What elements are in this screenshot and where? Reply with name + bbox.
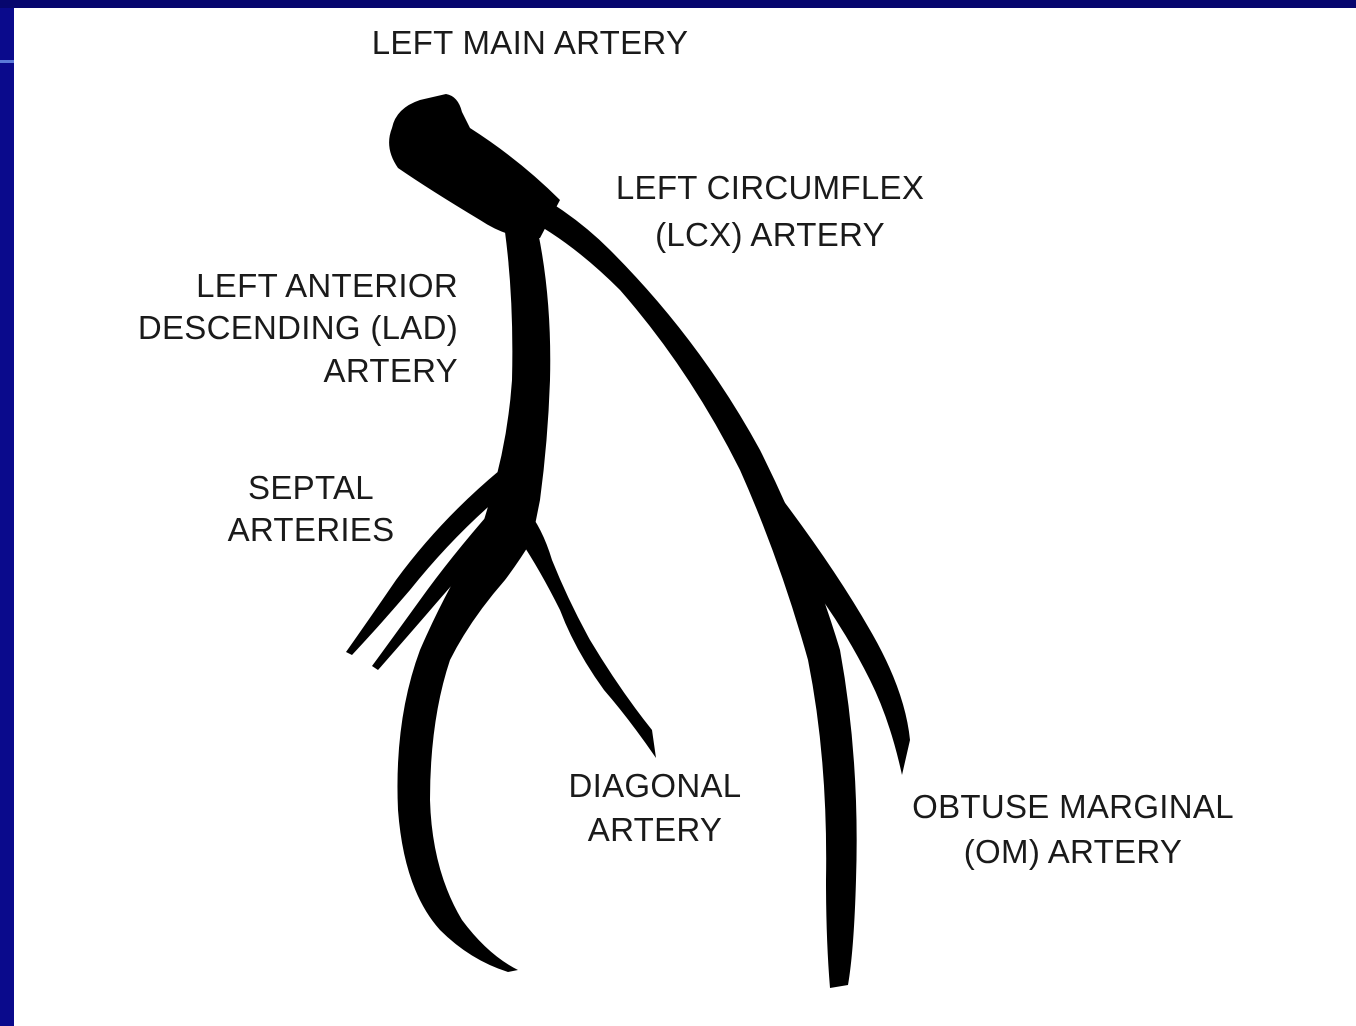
- diagonal-label-line-1: DIAGONAL: [569, 767, 742, 804]
- lcx-label-line-2: (LCX) ARTERY: [655, 216, 885, 253]
- lad-label-line-1: LEFT ANTERIOR: [196, 267, 458, 304]
- label-group: LEFT MAIN ARTERY LEFT CIRCUMFLEX (LCX) A…: [138, 24, 1234, 870]
- lcx-label-line-1: LEFT CIRCUMFLEX: [616, 169, 924, 206]
- septal-label-line-1: SEPTAL: [248, 469, 374, 506]
- left-main-artery-label: LEFT MAIN ARTERY: [372, 24, 689, 61]
- diagonal-artery-shape: [518, 500, 656, 758]
- septal-label-line-2: ARTERIES: [228, 511, 395, 548]
- lad-label-line-2: DESCENDING (LAD): [138, 309, 458, 346]
- om-label-line-2: (OM) ARTERY: [964, 833, 1182, 870]
- om-label-line-1: OBTUSE MARGINAL: [912, 788, 1234, 825]
- lad-label-line-3: ARTERY: [324, 352, 458, 389]
- diagonal-label-line-2: ARTERY: [588, 811, 722, 848]
